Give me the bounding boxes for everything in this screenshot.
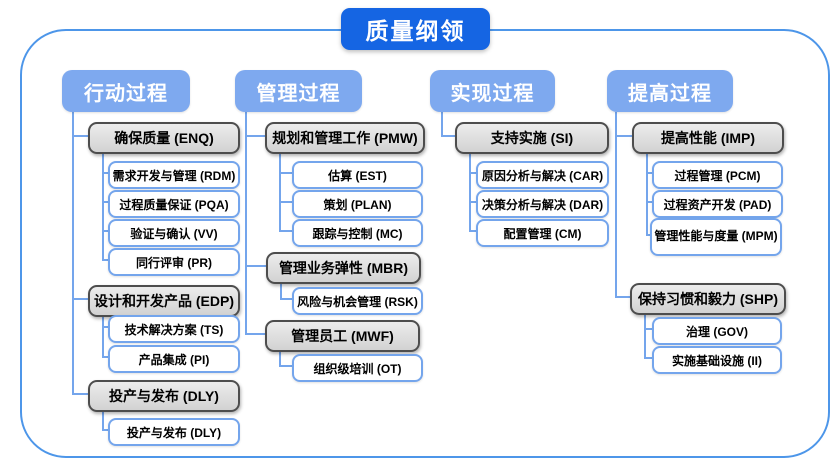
item-vv: 验证与确认 (VV)	[108, 219, 240, 247]
connector-line	[646, 150, 648, 235]
item-car: 原因分析与解决 (CAR)	[476, 161, 609, 189]
connector-line	[646, 201, 652, 203]
item-pqa: 过程质量保证 (PQA)	[108, 190, 240, 218]
connector-line	[279, 230, 292, 232]
connector-line	[469, 230, 476, 232]
item-est: 估算 (EST)	[292, 161, 423, 189]
connector-line	[102, 201, 108, 203]
group-pmw: 规划和管理工作 (PMW)	[265, 122, 425, 154]
diagram-title: 质量纲领	[341, 8, 490, 50]
connector-line	[441, 135, 455, 137]
connector-line	[279, 172, 292, 174]
connector-line	[102, 356, 108, 358]
column-header-realization-process: 实现过程	[430, 70, 555, 112]
connector-line	[615, 296, 630, 298]
connector-line	[102, 259, 108, 261]
connector-line	[279, 348, 281, 367]
item-pad: 过程资产开发 (PAD)	[652, 190, 783, 218]
item-ii: 实施基础设施 (II)	[652, 346, 782, 374]
connector-line	[245, 333, 265, 335]
connector-line	[646, 234, 652, 236]
connector-line	[102, 408, 104, 430]
item-ts: 技术解决方案 (TS)	[108, 315, 240, 343]
connector-line	[615, 112, 617, 298]
connector-line	[72, 393, 88, 395]
connector-line	[644, 328, 652, 330]
connector-line	[615, 135, 632, 137]
connector-line	[279, 365, 292, 367]
connector-line	[279, 201, 292, 203]
connector-line	[644, 357, 652, 359]
connector-line	[280, 298, 292, 300]
connector-line	[102, 172, 108, 174]
connector-line	[245, 112, 247, 334]
connector-line	[644, 311, 646, 359]
connector-line	[469, 150, 471, 232]
connector-line	[279, 150, 281, 232]
group-mwf: 管理员工 (MWF)	[265, 320, 420, 352]
connector-line	[72, 112, 74, 394]
item-pi: 产品集成 (PI)	[108, 345, 240, 373]
item-rsk: 风险与机会管理 (RSK)	[292, 287, 423, 315]
item-pcm: 过程管理 (PCM)	[652, 161, 783, 189]
connector-line	[245, 265, 266, 267]
item-dar: 决策分析与解决 (DAR)	[476, 190, 609, 218]
connector-line	[469, 201, 476, 203]
connector-line	[102, 230, 108, 232]
group-mbr: 管理业务弹性 (MBR)	[266, 252, 421, 284]
connector-line	[469, 172, 476, 174]
item-ot: 组织级培训 (OT)	[292, 354, 423, 382]
connector-line	[441, 112, 443, 137]
item-plan: 策划 (PLAN)	[292, 190, 423, 218]
connector-line	[245, 135, 265, 137]
group-enq: 确保质量 (ENQ)	[88, 122, 240, 154]
connector-line	[102, 429, 108, 431]
connector-line	[102, 313, 104, 357]
group-shp: 保持习惯和毅力 (SHP)	[630, 283, 786, 315]
connector-line	[102, 326, 108, 328]
group-edp: 设计和开发产品 (EDP)	[88, 285, 240, 317]
connector-line	[102, 150, 104, 260]
item-rdm: 需求开发与管理 (RDM)	[108, 161, 240, 189]
connector-line	[280, 280, 282, 300]
group-si: 支持实施 (SI)	[455, 122, 609, 154]
group-dly: 投产与发布 (DLY)	[88, 380, 240, 412]
item-mpm: 管理性能与度量 (MPM)	[650, 218, 782, 256]
column-header-improvement-process: 提高过程	[607, 70, 733, 112]
item-pr: 同行评审 (PR)	[108, 248, 240, 276]
item-mc: 跟踪与控制 (MC)	[292, 219, 423, 247]
connector-line	[72, 135, 88, 137]
item-cm: 配置管理 (CM)	[476, 219, 609, 247]
item-gov: 治理 (GOV)	[652, 317, 782, 345]
connector-line	[72, 298, 88, 300]
column-header-management-process: 管理过程	[235, 70, 362, 112]
connector-line	[646, 172, 652, 174]
group-imp: 提高性能 (IMP)	[632, 122, 784, 154]
column-header-action-process: 行动过程	[62, 70, 190, 112]
item-dly: 投产与发布 (DLY)	[108, 418, 240, 446]
